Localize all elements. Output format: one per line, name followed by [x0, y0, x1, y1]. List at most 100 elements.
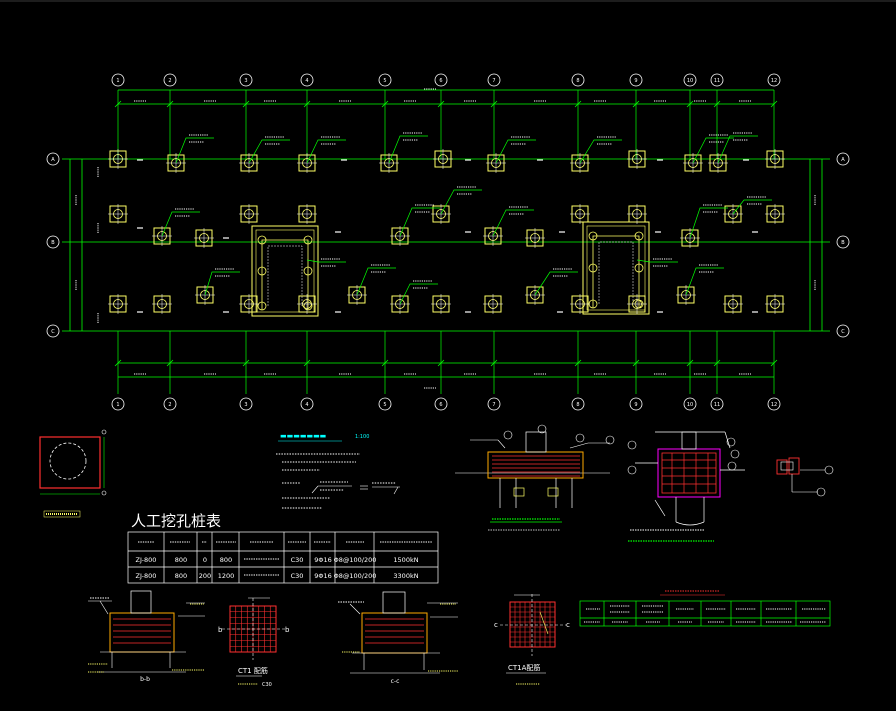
- axis-bubble-label: C: [51, 329, 55, 335]
- pile-cap: [431, 294, 451, 314]
- notes-title: ▬▬▬▬▬▬▬: [280, 432, 326, 440]
- pile-cap: [433, 149, 453, 169]
- pile-table-cell: C30: [291, 572, 304, 580]
- axis-bubble-label: 8: [576, 78, 579, 84]
- pile-table-cell: ZJ-800: [136, 556, 157, 564]
- pile-table-cell: 200: [199, 572, 211, 580]
- pile-cap: [765, 204, 785, 224]
- pile-cap: [108, 294, 128, 314]
- ct1a-section-c-right: c: [566, 621, 570, 629]
- pile-cap: [570, 294, 590, 314]
- pile-table-title: 人工挖孔桩表: [131, 512, 221, 530]
- axis-bubble-label: 3: [244, 402, 247, 408]
- pile-cap: [627, 294, 647, 314]
- ct1-section-b-right: b: [285, 626, 290, 634]
- axis-bubble-label: 6: [439, 402, 442, 408]
- axis-bubble-side: B: [46, 235, 60, 249]
- axis-grid: [62, 90, 830, 394]
- pile-table-cell: 800: [175, 572, 187, 580]
- ct1-title: CT1 配筋: [238, 666, 268, 675]
- axis-bubble: 1: [111, 73, 125, 87]
- pile-leader: [495, 139, 536, 164]
- section-c-c: c-c: [338, 591, 458, 685]
- axis-bubble-label: 11: [714, 78, 720, 84]
- axis-bubble-side: B: [836, 235, 850, 249]
- axis-bubble: 8: [571, 73, 585, 87]
- pile-cap: [525, 228, 545, 248]
- axis-bubble: 11: [710, 73, 724, 87]
- axis-bubble: 2: [163, 397, 177, 411]
- pile-cap: [108, 204, 128, 224]
- general-notes: ▬▬▬▬▬▬▬ 1:100: [276, 432, 400, 509]
- axis-bubble: 6: [434, 73, 448, 87]
- axis-bubble-label: A: [51, 157, 55, 163]
- pile-leader: [534, 271, 578, 296]
- pile-table-cell: ZJ-800: [136, 572, 157, 580]
- pile-leader: [388, 135, 428, 164]
- ct1-section-b-left: b: [218, 626, 223, 634]
- pile-leader: [306, 139, 346, 164]
- axis-bubble-label: 9: [634, 78, 637, 84]
- axis-bubble: 7: [487, 73, 501, 87]
- axis-bubble: 5: [378, 73, 392, 87]
- axis-bubble-label: 5: [383, 402, 386, 408]
- axis-bubble-label: 4: [305, 402, 308, 408]
- axis-bubble-side: C: [46, 324, 60, 338]
- axis-bubble: 10: [683, 397, 697, 411]
- pile-table-cell: 0: [203, 556, 207, 564]
- axis-bubble-side: A: [46, 152, 60, 166]
- axis-bubble-label: 2: [168, 78, 171, 84]
- pile-table-cell: 9Φ16: [314, 556, 332, 564]
- axis-bubble: 3: [239, 73, 253, 87]
- pile-leader: [161, 211, 200, 237]
- pile-leader: [248, 139, 290, 164]
- ct1a-detail: c c CT1A配筋: [494, 594, 570, 685]
- pile-leader: [689, 207, 728, 239]
- pile-leader: [492, 209, 534, 237]
- pile-table-cell: C30: [291, 556, 304, 564]
- pile-leader: [306, 259, 346, 263]
- pile-table-cell: 800: [220, 556, 232, 564]
- pile-leader: [717, 135, 758, 164]
- pile-table-cell: Φ8@100/200: [334, 572, 377, 580]
- axis-bubble-side: C: [836, 324, 850, 338]
- axis-bubble: 5: [378, 397, 392, 411]
- pile-cap: [297, 294, 317, 314]
- pile-leader: [399, 207, 440, 237]
- cap-table: [579, 590, 831, 627]
- axis-bubble: 10: [683, 73, 697, 87]
- axis-bubble: 8: [571, 397, 585, 411]
- ct1-c30: C30: [262, 682, 272, 688]
- axis-bubble-label: 7: [492, 402, 495, 408]
- pile-cap: [483, 294, 503, 314]
- pile-table-cell: Φ8@100/200: [334, 556, 377, 564]
- pile-cap: [297, 204, 317, 224]
- axis-bubble: 12: [767, 397, 781, 411]
- pile-cap: [627, 149, 647, 169]
- pile-cap: [347, 285, 367, 305]
- ct1-detail: b b CT1 配筋 C30: [218, 597, 290, 688]
- axis-bubble: 6: [434, 397, 448, 411]
- pile-leader: [204, 271, 240, 296]
- pile-leader: [692, 137, 734, 164]
- pile-leader: [175, 137, 214, 164]
- pile-table-cell: 800: [175, 556, 187, 564]
- axis-bubble-label: 1: [116, 402, 119, 408]
- axis-bubble-label: 11: [714, 402, 720, 408]
- axis-bubble-label: 12: [771, 402, 777, 408]
- axis-bubble-label: 3: [244, 78, 247, 84]
- pile-cap: [108, 149, 128, 169]
- axis-bubble: 9: [629, 397, 643, 411]
- axis-bubble-label: 12: [771, 78, 777, 84]
- axis-bubble-label: A: [841, 157, 845, 163]
- axis-bubble: 9: [629, 73, 643, 87]
- axis-bubble: 1: [111, 397, 125, 411]
- axis-bubble: 4: [300, 397, 314, 411]
- axis-bubble-label: 10: [687, 402, 693, 408]
- pile-plan-detail: [39, 429, 107, 518]
- axis-bubble-label: 10: [687, 78, 693, 84]
